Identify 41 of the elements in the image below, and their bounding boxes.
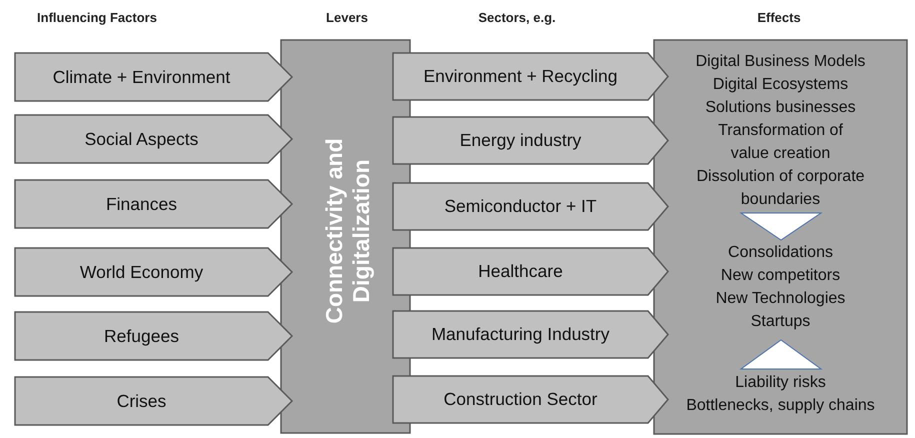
effects-panel (654, 40, 907, 434)
node-text: Finances (104, 192, 178, 216)
node-text: Environment + Recycling (422, 65, 619, 88)
node-text: Consolidations (728, 243, 833, 263)
node-text: Dissolution of corporate boundaries (695, 167, 866, 210)
node-text: Construction Sector (442, 388, 598, 411)
node-text: Manufacturing Industry (430, 323, 610, 346)
node-text: Solutions businesses (705, 98, 856, 118)
node-text: Digital Ecosystems (712, 75, 848, 95)
node-text: World Economy (78, 260, 204, 284)
pentagon-tab (15, 312, 292, 360)
node-text: New Technologies (716, 289, 846, 309)
node-text: Social Aspects (84, 128, 200, 151)
pentagon-tab (15, 180, 292, 228)
column-heading: Sectors, e.g. (478, 10, 556, 25)
pentagon-tab (393, 248, 668, 295)
node-text: Digital Business Models (696, 52, 866, 72)
pentagon-tab (15, 53, 292, 101)
pentagon-tab (393, 376, 668, 423)
pentagon-tab (393, 311, 668, 358)
node-text: New competitors (720, 266, 840, 286)
node-text: Refugees (103, 324, 180, 348)
pentagon-tab (15, 248, 292, 296)
pentagon-tab (393, 183, 668, 230)
pentagon-tab (15, 115, 292, 163)
node-text: Connectivity and Digitalization (320, 136, 374, 326)
pentagon-tab (15, 377, 292, 425)
node-text: Semiconductor + IT (443, 195, 598, 218)
node-text: Crises (116, 390, 168, 412)
column-heading: Levers (326, 10, 368, 25)
node-text: Liability risks (735, 373, 826, 393)
node-text: Healthcare (477, 260, 564, 283)
node-text: Energy industry (458, 129, 582, 152)
node-text: Transformation of value creation (717, 121, 844, 164)
column-heading: Influencing Factors (37, 10, 157, 25)
column-heading: Effects (757, 10, 801, 25)
node-text: Startups (750, 312, 810, 332)
pentagon-tab (393, 53, 668, 100)
pentagon-tab (393, 117, 668, 164)
node-text: Bottlenecks, supply chains (686, 396, 875, 416)
node-text: Climate + Environment (52, 66, 232, 88)
